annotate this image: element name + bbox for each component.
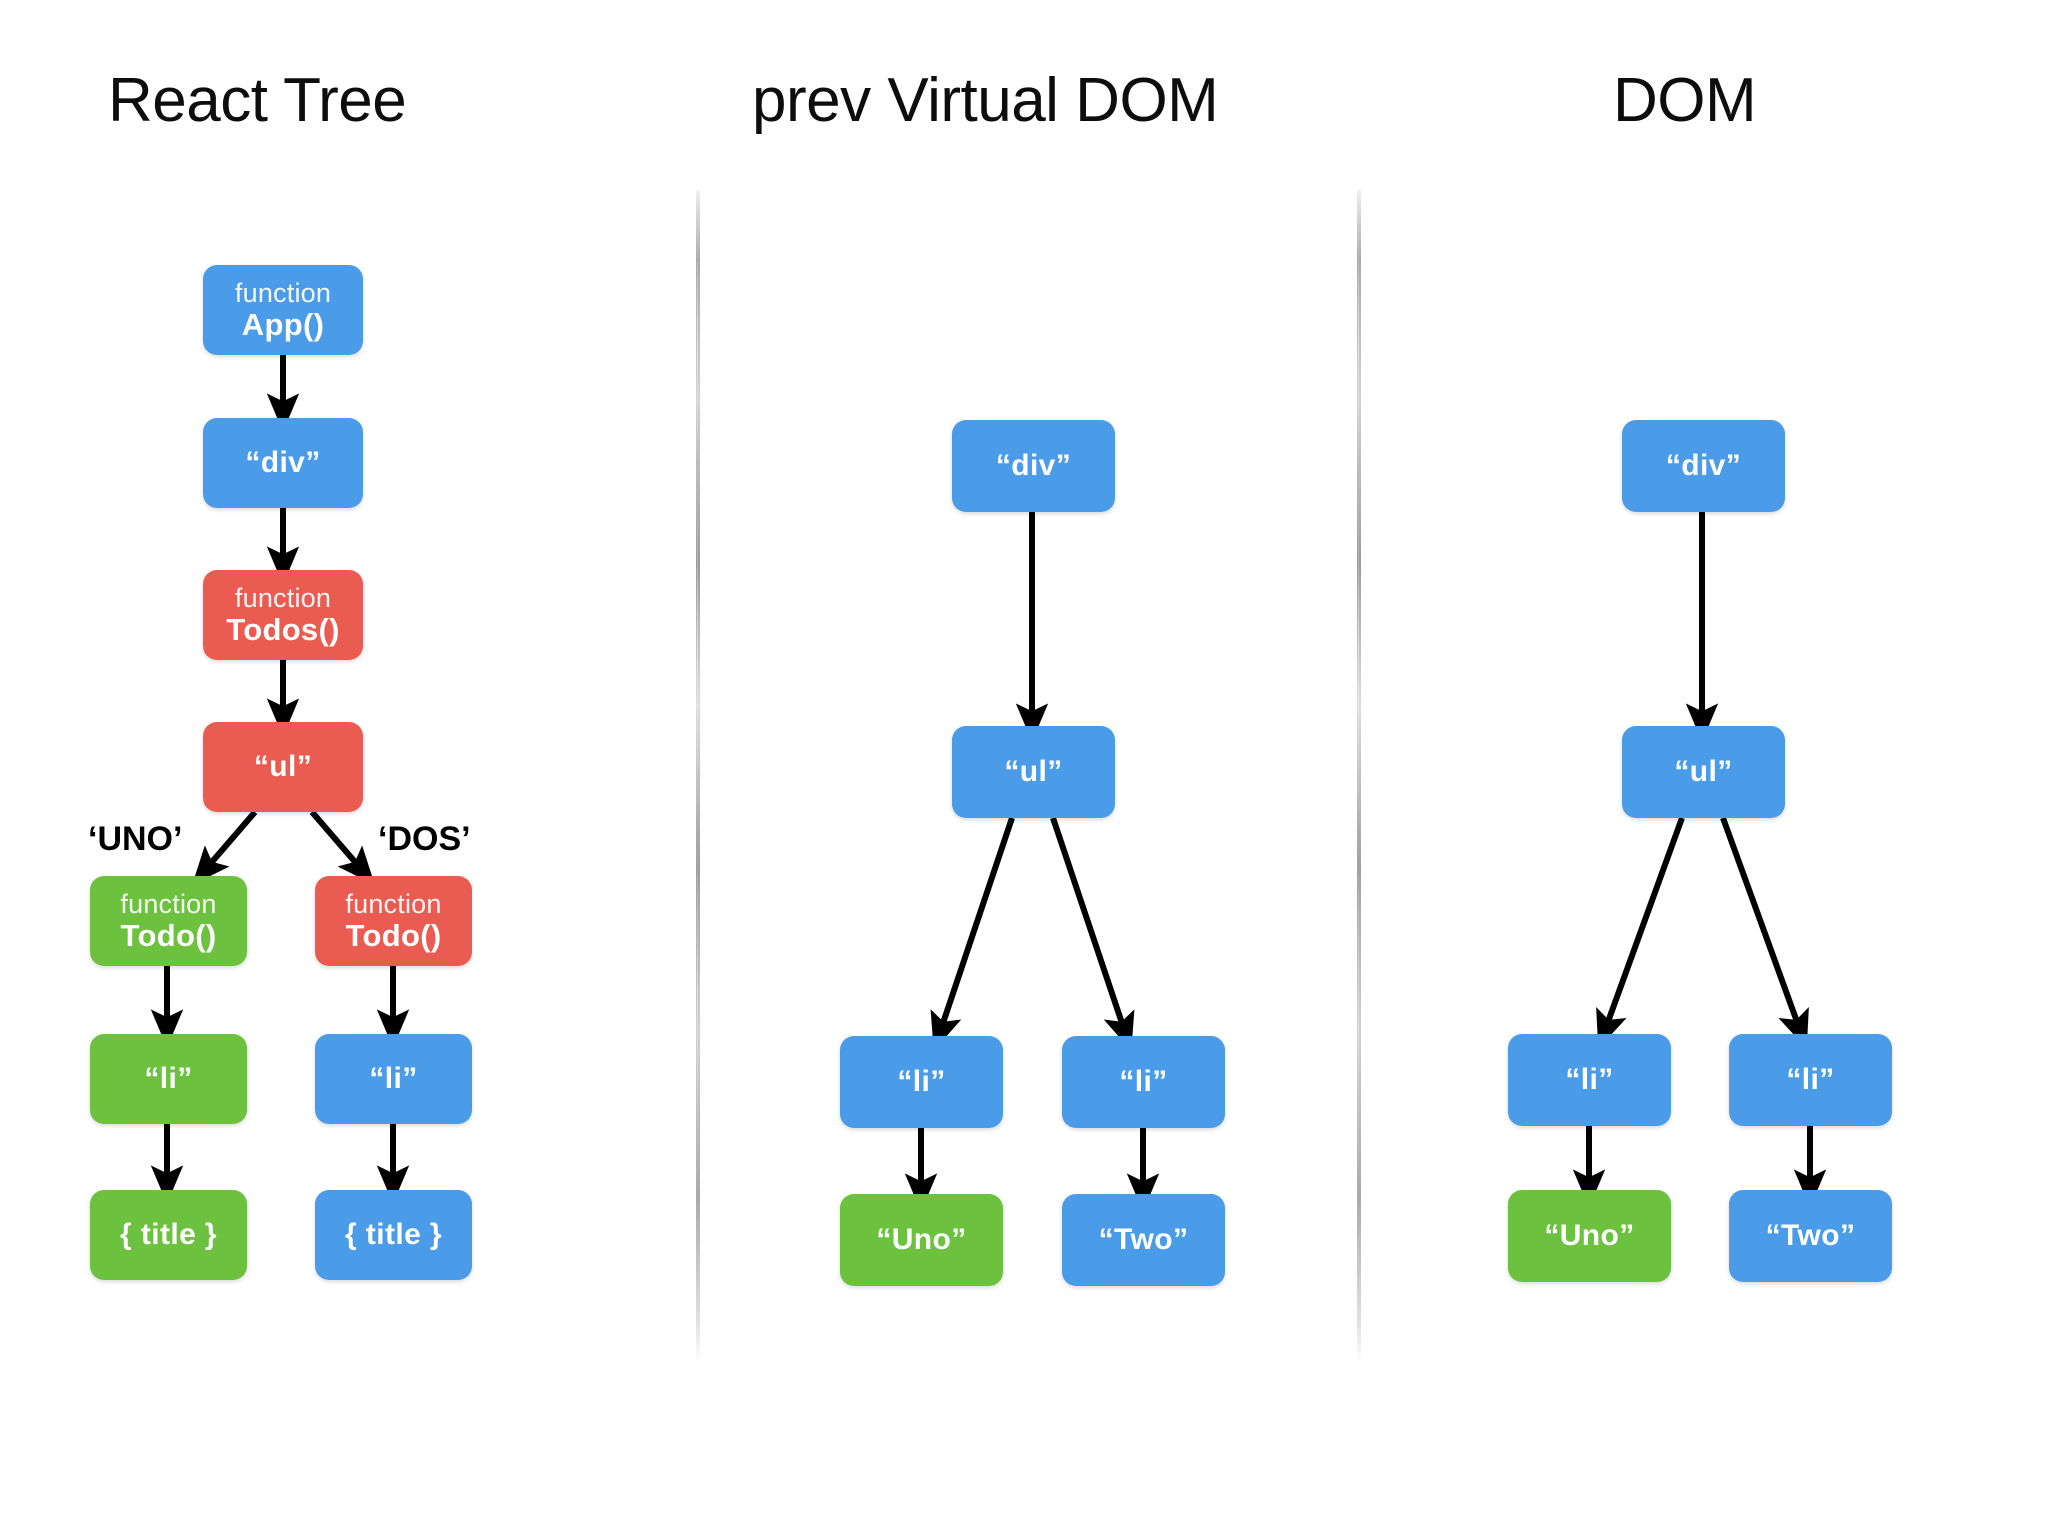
arrow-ul-to-todo-right [309,810,375,885]
node-label: “li” [144,1062,193,1096]
node-label: “ul” [1674,755,1733,789]
arrow-ul-to-todo-left [192,810,258,885]
node-react-ul[interactable]: “ul” [203,722,363,812]
arrow-dom-ul-to-li-left [1596,816,1685,1049]
node-react-todo-right[interactable]: function Todo() [315,876,472,966]
node-label: “div” [1665,449,1742,483]
node-react-todos[interactable]: function Todos() [203,570,363,660]
arrow-dom-ul-to-li-right [1720,816,1809,1049]
node-label: Todos() [226,611,340,647]
node-react-li-right[interactable]: “li” [315,1034,472,1124]
node-keyword: function [120,888,217,919]
node-react-title-right[interactable]: { title } [315,1190,472,1280]
node-pvdom-ul[interactable]: “ul” [952,726,1115,818]
node-label: “ul” [253,750,313,784]
node-label: “div” [245,446,321,480]
node-dom-ul[interactable]: “ul” [1622,726,1785,818]
key-label-dos: ‘DOS’ [378,820,471,858]
arrow-pv-ul-to-li-right [1050,817,1135,1051]
column-divider-right [1357,190,1361,1360]
node-label: “Two” [1098,1223,1189,1257]
node-keyword: function [345,888,442,919]
node-label: “Two” [1765,1219,1856,1253]
node-label: Todo() [120,917,217,953]
column-title-react-tree: React Tree [108,66,407,135]
node-keyword: function [234,277,332,308]
node-label: “li” [1565,1063,1614,1097]
node-label: “li” [1786,1063,1835,1097]
node-label: { title } [120,1218,217,1252]
node-dom-li-right[interactable]: “li” [1729,1034,1892,1126]
node-pvdom-div[interactable]: “div” [952,420,1115,512]
node-label: “div” [995,449,1072,483]
node-pvdom-li-left[interactable]: “li” [840,1036,1003,1128]
node-label: App() [241,306,325,342]
node-react-title-left[interactable]: { title } [90,1190,247,1280]
node-pvdom-two[interactable]: “Two” [1062,1194,1225,1286]
node-label: “li” [897,1065,946,1099]
node-pvdom-uno[interactable]: “Uno” [840,1194,1003,1286]
node-label: Todo() [345,917,442,953]
node-label: “li” [1119,1065,1168,1099]
column-divider-left [696,190,700,1360]
arrow-pv-ul-to-li-left [930,817,1015,1051]
column-title-prev-virtual-dom: prev Virtual DOM [752,66,1219,135]
node-pvdom-li-right[interactable]: “li” [1062,1036,1225,1128]
node-dom-li-left[interactable]: “li” [1508,1034,1671,1126]
node-label: “Uno” [1544,1219,1635,1253]
node-react-div[interactable]: “div” [203,418,363,508]
node-keyword: function [234,582,332,613]
column-title-dom: DOM [1613,66,1757,135]
node-react-li-left[interactable]: “li” [90,1034,247,1124]
key-label-uno: ‘UNO’ [88,820,183,858]
node-react-todo-left[interactable]: function Todo() [90,876,247,966]
node-label: { title } [345,1218,442,1252]
node-label: “li” [369,1062,418,1096]
node-label: “Uno” [876,1223,967,1257]
node-react-app[interactable]: function App() [203,265,363,355]
node-dom-uno[interactable]: “Uno” [1508,1190,1671,1282]
node-label: “ul” [1004,755,1063,789]
node-dom-two[interactable]: “Two” [1729,1190,1892,1282]
node-dom-div[interactable]: “div” [1622,420,1785,512]
